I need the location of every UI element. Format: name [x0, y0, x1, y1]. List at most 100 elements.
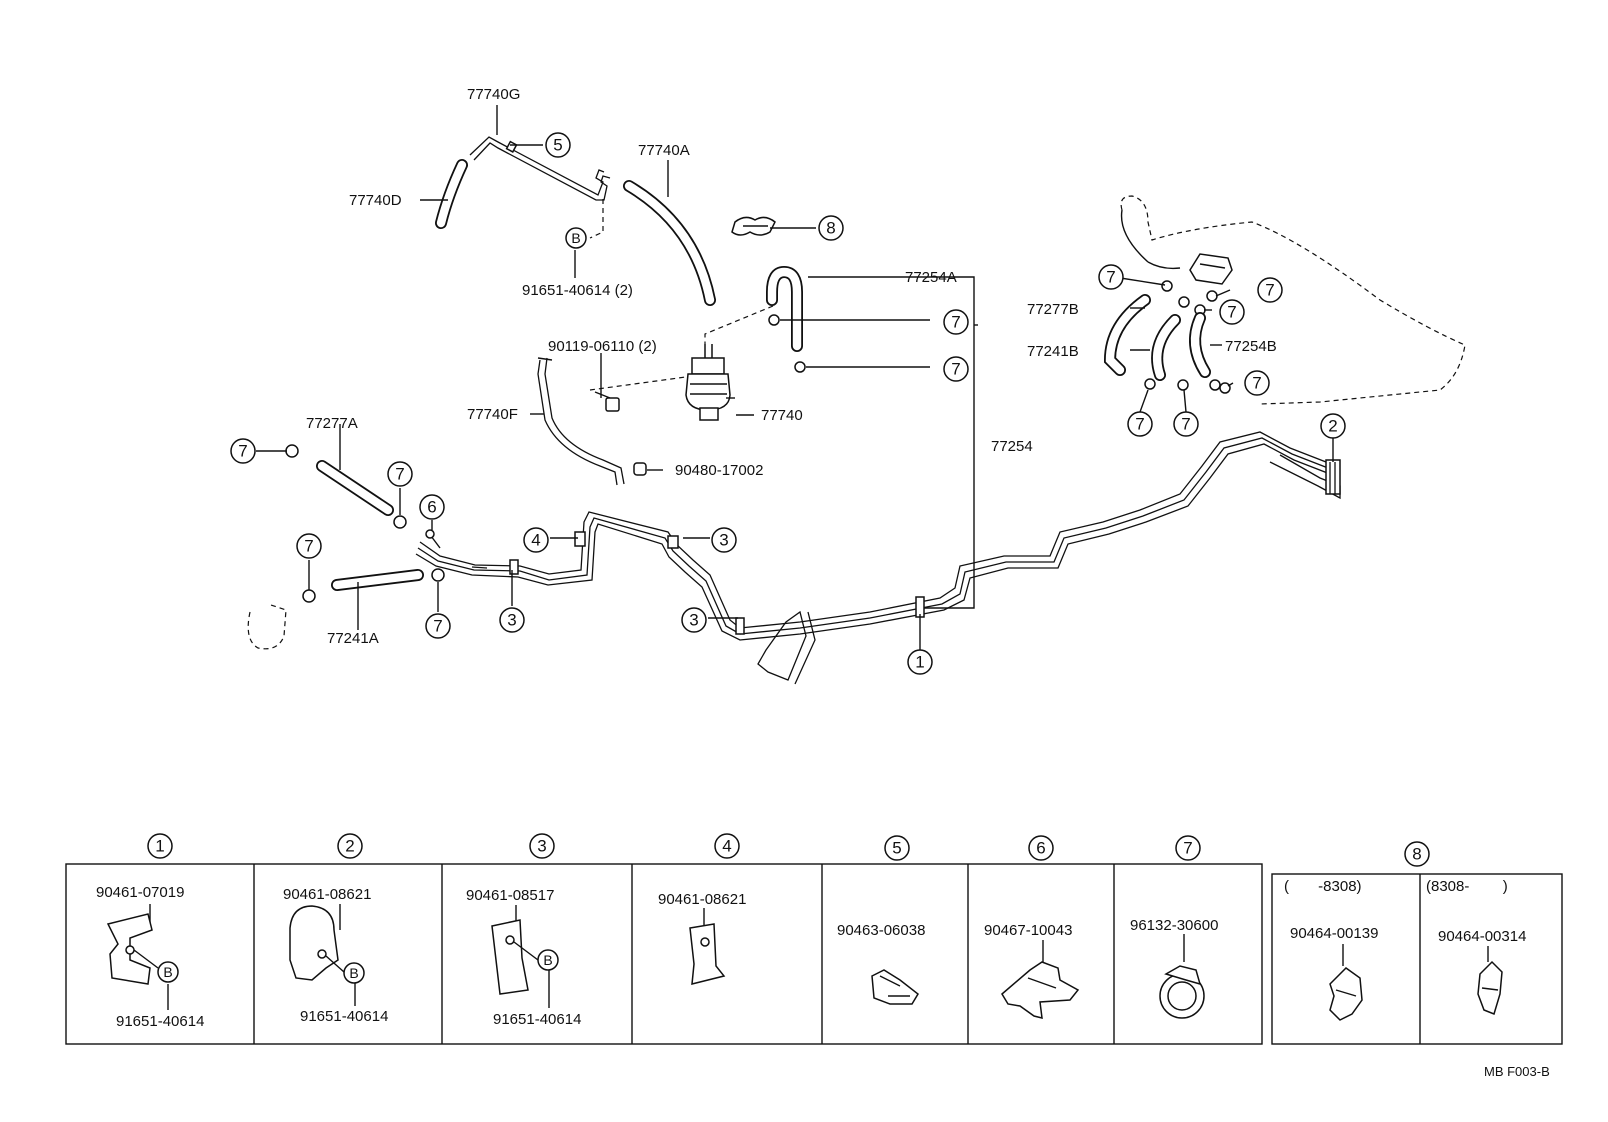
svg-text:1: 1 — [915, 653, 924, 672]
callout-7: 7 — [1219, 299, 1245, 325]
table-callout-3: 3 — [529, 833, 555, 859]
svg-text:3: 3 — [689, 611, 698, 630]
svg-text:B: B — [571, 230, 580, 246]
callout-1: 1 — [907, 649, 933, 675]
cell8-right-range: (8308- ) — [1426, 878, 1508, 895]
callout-7: 7 — [1127, 411, 1153, 437]
clamp-7-icon — [794, 361, 806, 373]
cell4-part-number: 90461-08621 — [658, 891, 746, 908]
canister-outline — [247, 603, 287, 650]
clamp-6-head — [425, 529, 435, 539]
svg-text:7: 7 — [1135, 415, 1144, 434]
clamp-4-icon — [574, 531, 586, 547]
table-callout-2: 2 — [337, 833, 363, 859]
label-90480-17002: 90480-17002 — [675, 462, 763, 479]
table-callout-6: 6 — [1028, 835, 1054, 861]
hose-77277B — [1103, 294, 1151, 376]
cell3-bolt-number: 91651-40614 — [493, 1011, 581, 1028]
bolt-90119-icon — [594, 391, 620, 412]
callout-6: 6 — [419, 494, 445, 520]
clamp-7-icon — [1144, 378, 1156, 390]
svg-text:7: 7 — [1252, 374, 1261, 393]
parts-table — [65, 863, 1563, 1045]
hose-77254A — [766, 265, 803, 352]
cell6-part-number: 90467-10043 — [984, 922, 1072, 939]
callout-7: 7 — [1244, 370, 1270, 396]
svg-text:6: 6 — [427, 498, 436, 517]
svg-text:8: 8 — [826, 219, 835, 238]
callout-8: 8 — [818, 215, 844, 241]
svg-text:3: 3 — [507, 611, 516, 630]
clamp-90461-08621-icon — [289, 904, 356, 1006]
label-77254: 77254 — [991, 438, 1033, 455]
svg-text:4: 4 — [722, 837, 731, 856]
callout-4: 4 — [523, 527, 549, 553]
svg-text:1: 1 — [155, 837, 164, 856]
clamp-7-icon — [1178, 296, 1190, 308]
svg-text:7: 7 — [238, 442, 247, 461]
label-77277A: 77277A — [306, 415, 358, 432]
cell8-right-part: 90464-00314 — [1438, 928, 1526, 945]
svg-text:4: 4 — [531, 531, 540, 550]
callout-b: B — [565, 227, 587, 249]
clamp-7-icon — [302, 589, 316, 603]
hose-77241B — [1151, 314, 1181, 381]
tank-clip-icon — [1189, 253, 1233, 285]
svg-text:5: 5 — [892, 839, 901, 858]
svg-text:B: B — [163, 964, 172, 980]
cell8-left-part: 90464-00139 — [1290, 925, 1378, 942]
table-callout-4: 4 — [714, 833, 740, 859]
svg-text:2: 2 — [1328, 417, 1337, 436]
svg-text:2: 2 — [345, 837, 354, 856]
cell3-b-callout: B — [537, 949, 559, 971]
label-77740A: 77740A — [638, 142, 690, 159]
pipe-77740G — [469, 136, 611, 201]
cell1-part-number: 90461-07019 — [96, 884, 184, 901]
svg-text:3: 3 — [719, 531, 728, 550]
clip-90467-10043-icon — [1001, 940, 1080, 1019]
hose-77254B — [1189, 312, 1211, 378]
svg-text:7: 7 — [951, 313, 960, 332]
callout-7: 7 — [425, 613, 451, 639]
callout-7: 7 — [943, 356, 969, 382]
label-77254A: 77254A — [905, 269, 957, 286]
callout-2: 2 — [1320, 413, 1346, 439]
svg-text:3: 3 — [537, 837, 546, 856]
clamp-7-icon — [1209, 379, 1221, 391]
label-77241A: 77241A — [327, 630, 379, 647]
callout-7: 7 — [943, 309, 969, 335]
clamp-96132-30600-icon — [1159, 934, 1205, 1019]
hose-77277A — [316, 460, 394, 516]
svg-text:B: B — [543, 952, 552, 968]
clamp-3-icon — [509, 559, 519, 575]
svg-text:6: 6 — [1036, 839, 1045, 858]
clamp-7-icon — [431, 568, 445, 582]
cell1-bolt-number: 91651-40614 — [116, 1013, 204, 1030]
label-77241B: 77241B — [1027, 343, 1079, 360]
svg-text:7: 7 — [395, 465, 404, 484]
tank-neck — [1147, 261, 1181, 270]
clamp-7-icon — [285, 444, 299, 458]
callout-7: 7 — [387, 461, 413, 487]
clamp-2-icon — [1325, 459, 1341, 495]
svg-text:7: 7 — [1183, 839, 1192, 858]
fuel-pipe-assembly — [415, 431, 1341, 685]
clip-90464-00314-icon — [1477, 946, 1503, 1016]
leader-dashed — [589, 199, 604, 239]
cell2-part-number: 90461-08621 — [283, 886, 371, 903]
label-77254B: 77254B — [1225, 338, 1277, 355]
label-77740D: 77740D — [349, 192, 402, 209]
svg-text:7: 7 — [1227, 303, 1236, 322]
clamp-3-icon — [667, 535, 679, 549]
svg-text:7: 7 — [304, 537, 313, 556]
clamp-90461-07019-icon — [106, 904, 169, 1010]
clamp-7-icon — [1161, 280, 1173, 292]
cell8-left-range: ( -8308) — [1284, 878, 1362, 895]
callout-7: 7 — [230, 438, 256, 464]
clip-90463-06038-icon — [871, 969, 919, 1005]
hose-77740A — [623, 180, 716, 306]
tank-neck — [1120, 209, 1149, 263]
callout-3: 3 — [499, 607, 525, 633]
label-91651-40614: 91651-40614 (2) — [522, 282, 633, 299]
